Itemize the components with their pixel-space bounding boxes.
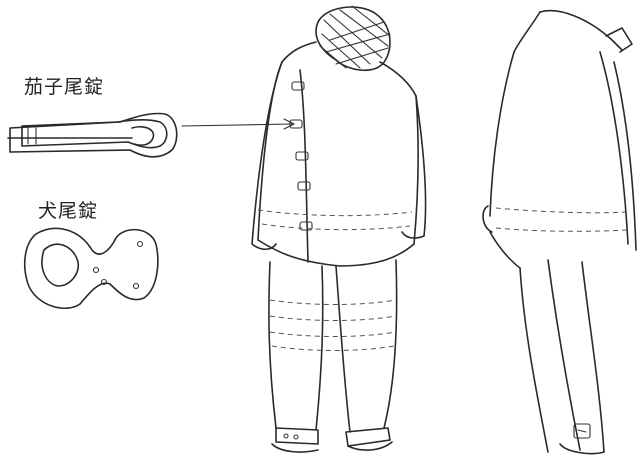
pointer-arrow [182, 119, 294, 129]
dog-buckle-drawing [25, 228, 158, 308]
eggplant-buckle-drawing [8, 113, 177, 156]
back-figure [483, 11, 636, 454]
front-figure [252, 6, 426, 452]
